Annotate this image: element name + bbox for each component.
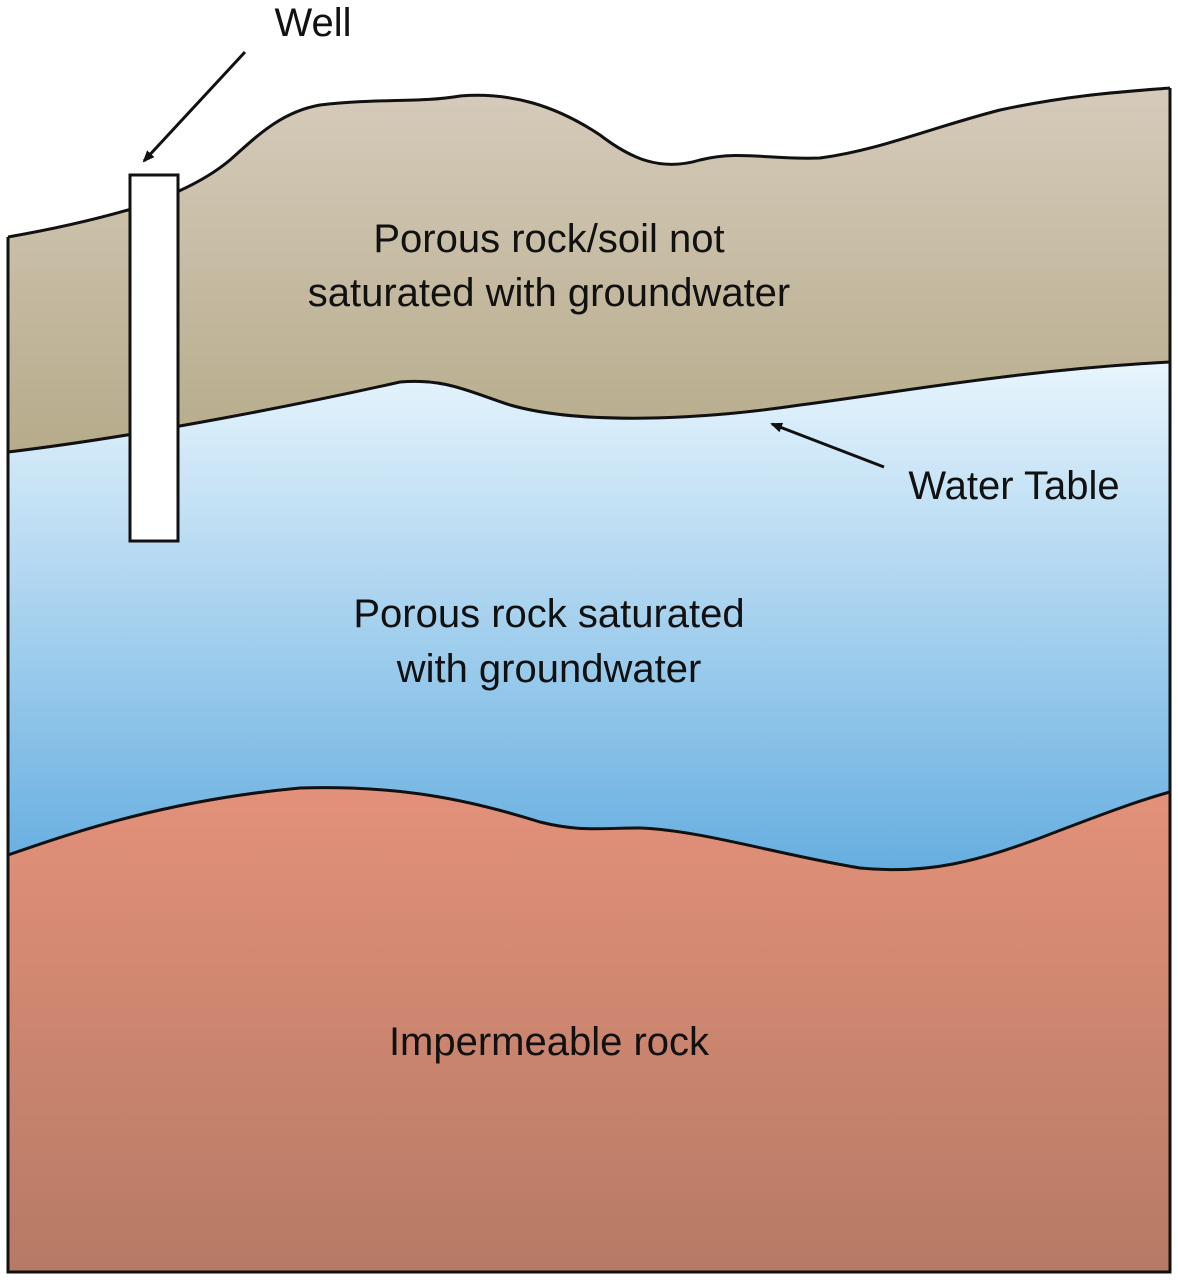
saturated-label-line1: Porous rock saturated <box>353 592 744 636</box>
impermeable-rock-layer <box>8 787 1170 1272</box>
ground-surface-line <box>7 86 1171 239</box>
impermeable-label: Impermeable rock <box>389 1020 710 1064</box>
saturated-rock-layer <box>8 362 1170 870</box>
well-label: Well <box>274 1 351 45</box>
saturated-label-line2: with groundwater <box>396 647 702 691</box>
diagram-frame <box>6 88 1172 1274</box>
well-shaft <box>128 173 180 543</box>
impermeable-boundary-line <box>7 786 1171 872</box>
water-table-label: Water Table <box>908 464 1119 508</box>
unsaturated-soil-layer <box>8 88 1170 452</box>
unsaturated-label-line2: saturated with groundwater <box>308 271 791 315</box>
unsaturated-label-line1: Porous rock/soil not <box>373 217 724 261</box>
well-arrow <box>142 50 247 163</box>
water-table-arrow <box>770 422 885 469</box>
water-table-line <box>7 360 1171 454</box>
